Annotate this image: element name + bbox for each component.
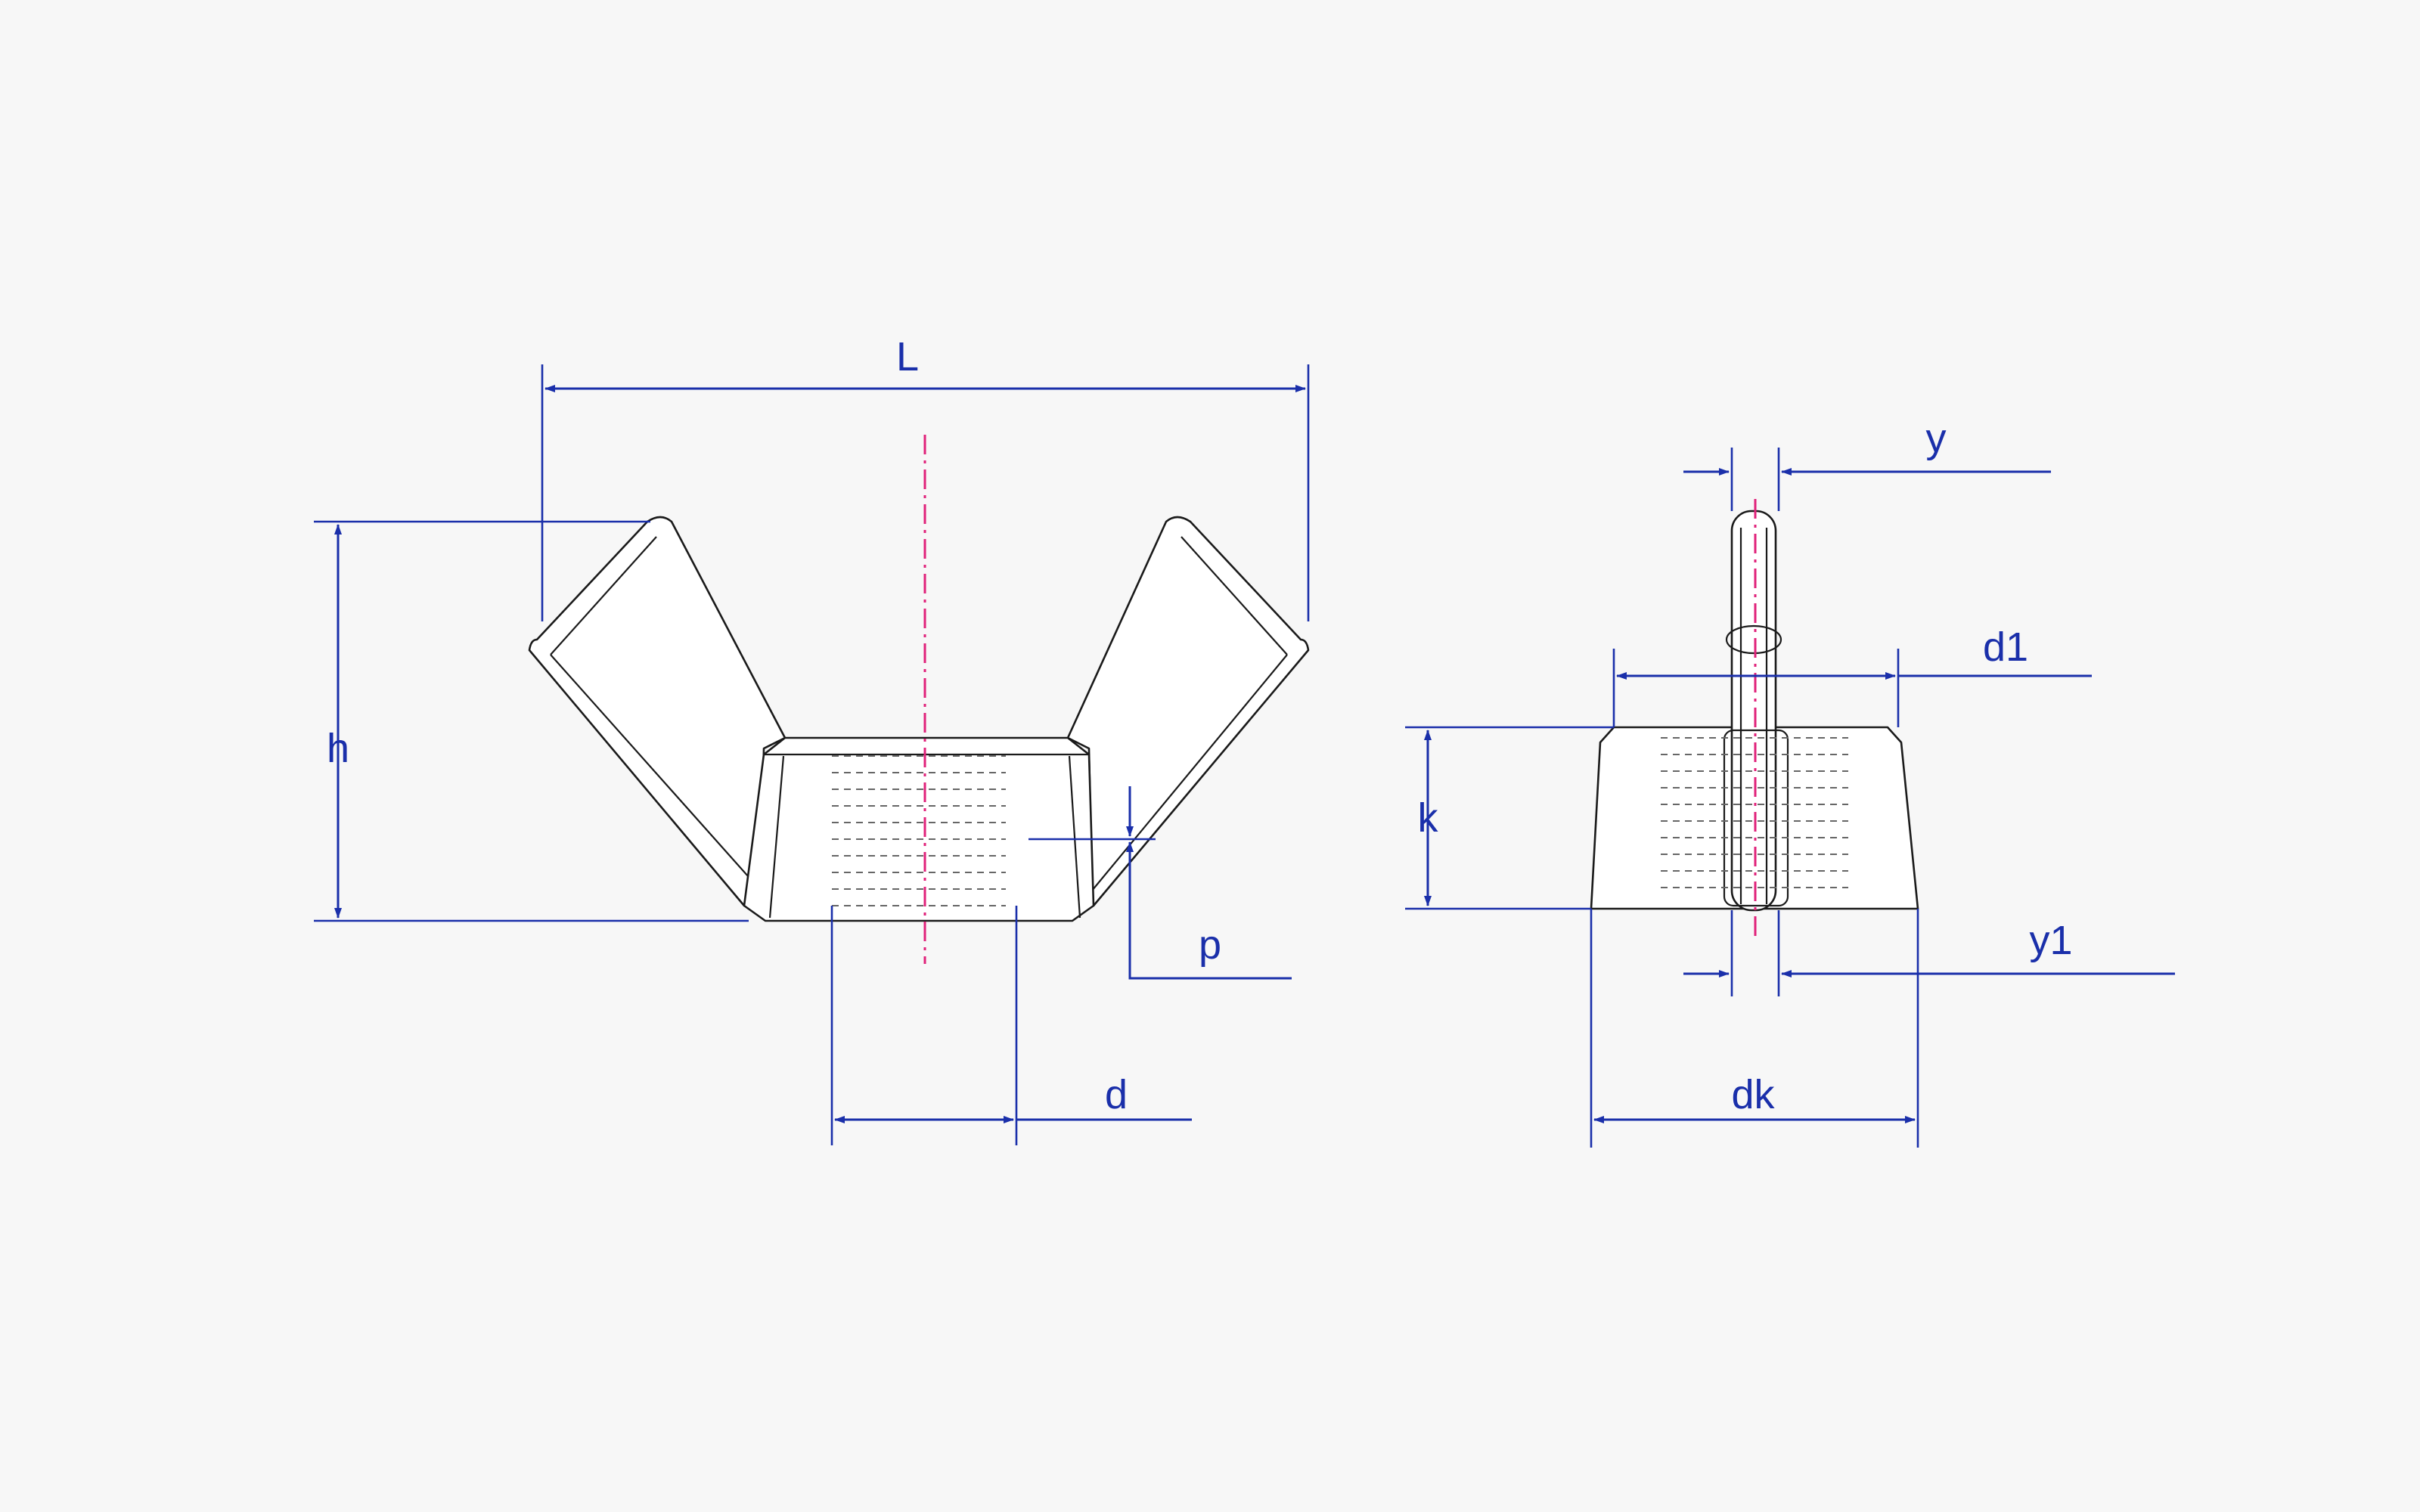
body-right-edge (1068, 755, 1081, 919)
label-d: d (1105, 1072, 1128, 1117)
label-dk: dk (1731, 1072, 1775, 1117)
dimension-d1: d1 (1612, 624, 2092, 727)
dimension-k: k (1405, 726, 1614, 910)
left-wing-inner-top (550, 536, 657, 655)
right-wing-inner-edge (1091, 654, 1288, 891)
dimension-y1: y1 (1683, 910, 2175, 996)
side-view (1590, 499, 1919, 936)
label-L: L (896, 334, 919, 380)
label-p: p (1199, 922, 1221, 968)
label-k: k (1418, 795, 1439, 841)
dimension-p: p (1028, 786, 1292, 980)
dimension-y: y (1683, 416, 2051, 511)
right-wing-inner-top (1181, 536, 1288, 655)
label-y1: y1 (2029, 918, 2072, 963)
side-wing-rod (1730, 510, 1777, 912)
label-h: h (327, 726, 349, 771)
right-wing (1066, 516, 1310, 907)
body-left-edge (768, 755, 785, 919)
label-d1: d1 (1983, 624, 2028, 670)
dimension-d: d (830, 906, 1192, 1145)
dimension-dk: dk (1590, 909, 1919, 1148)
label-y: y (1926, 416, 1947, 461)
dimension-h: h (314, 520, 749, 922)
front-view (528, 435, 1310, 964)
front-thread-hatch (832, 755, 1006, 906)
rod-section (1725, 624, 1782, 655)
dimension-L: L (541, 334, 1310, 621)
left-wing (528, 516, 786, 907)
left-wing-inner-edge (550, 654, 762, 891)
side-bore (1723, 729, 1789, 907)
nut-body (743, 736, 1095, 922)
